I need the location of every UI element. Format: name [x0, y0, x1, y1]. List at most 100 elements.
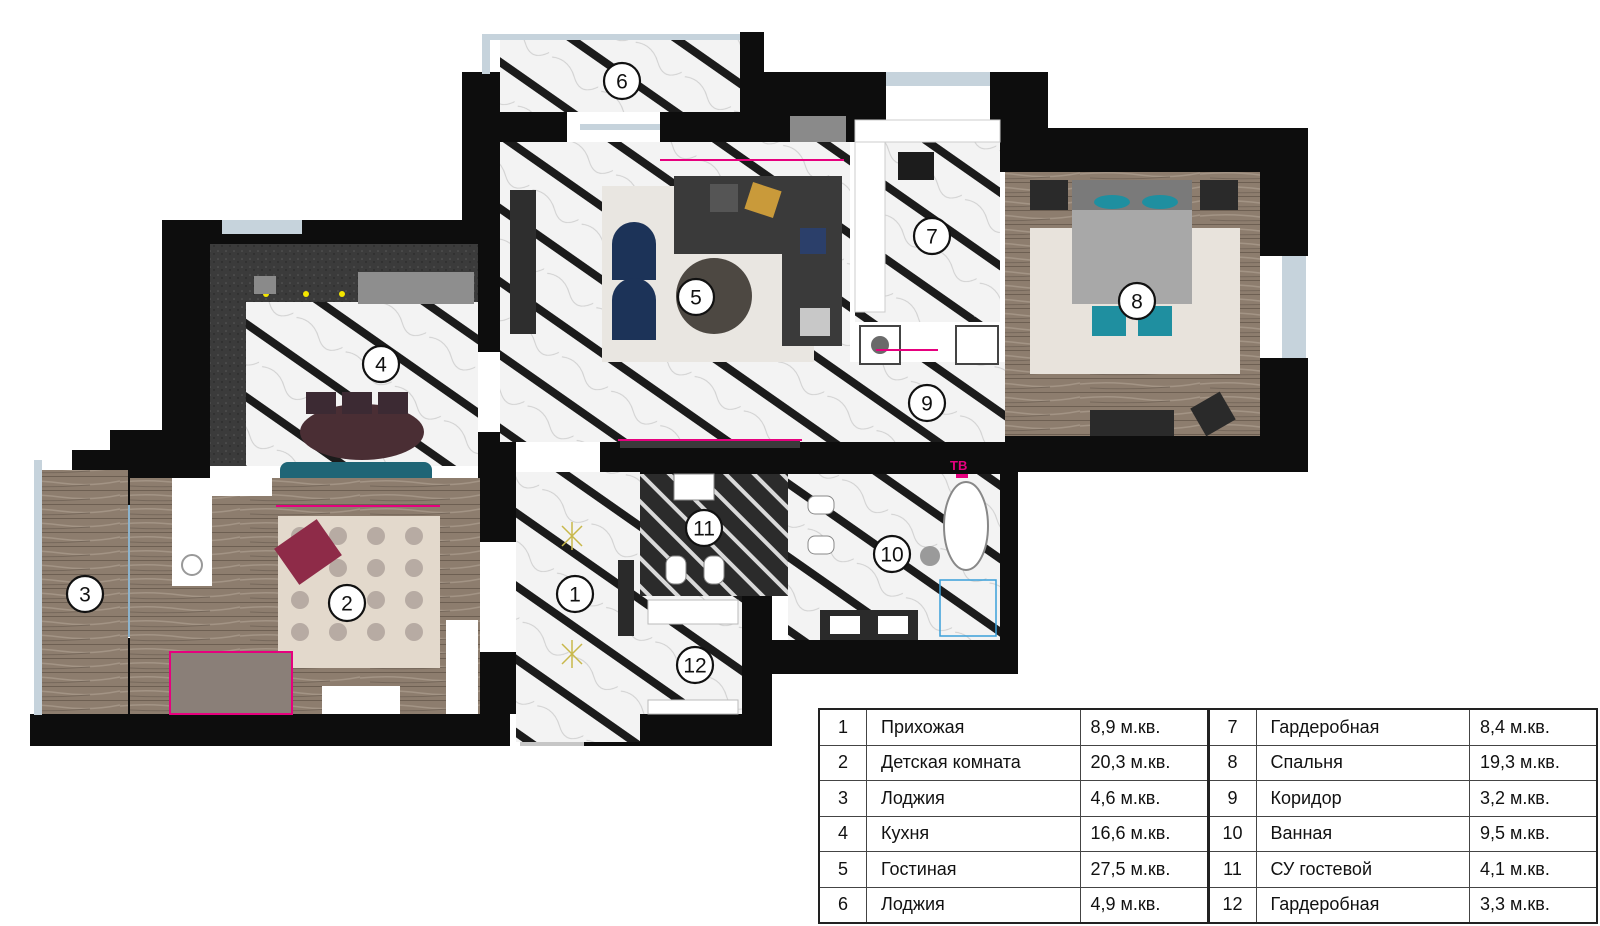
bedroom-armchair	[1190, 391, 1236, 437]
svg-text:11: 11	[693, 518, 715, 541]
room-marker-10: 10	[872, 534, 912, 574]
legend-area: 3,3 м.кв.	[1480, 894, 1550, 915]
legend-area: 4,6 м.кв.	[1090, 787, 1161, 808]
legend-num: 10	[1210, 816, 1257, 851]
bedroom-pouf	[1092, 306, 1126, 336]
legend-name: Коридор	[1257, 781, 1470, 816]
dining-chair	[306, 392, 336, 414]
legend-area: 3,2 м.кв.	[1480, 787, 1550, 808]
room-marker-5: 5	[676, 277, 716, 317]
legend-name: Прихожая	[867, 710, 1081, 745]
legend-name: Лоджия	[867, 781, 1081, 816]
dining-chair	[378, 392, 408, 414]
legend-area: 4,9 м.кв.	[1090, 894, 1161, 915]
legend-num: 4	[820, 816, 867, 851]
svg-text:8: 8	[1131, 291, 1143, 314]
guest-bidet	[703, 555, 725, 585]
svg-text:5: 5	[690, 287, 702, 310]
svg-text:4: 4	[375, 354, 387, 377]
legend-area: 8,4 м.кв.	[1480, 716, 1550, 737]
washer-drum	[871, 336, 889, 354]
dining-table	[300, 404, 424, 460]
legend-num: 5	[820, 852, 867, 887]
room-marker-1: 1	[555, 574, 595, 614]
console-table	[620, 440, 800, 448]
armchair	[612, 278, 656, 340]
legend-name: Спальня	[1257, 745, 1470, 780]
legend-area: 4,1 м.кв.	[1480, 858, 1550, 879]
legend-num: 7	[1210, 710, 1257, 745]
room-marker-11: 11	[684, 508, 724, 548]
wardrobe-12-shelf	[647, 699, 739, 715]
kids-shelf	[322, 686, 400, 714]
tv-marker	[956, 474, 968, 478]
legend-num: 11	[1210, 852, 1257, 887]
legend-num: 1	[820, 710, 867, 745]
sofa-pillow	[800, 228, 826, 254]
legend-num: 3	[820, 781, 867, 816]
legend-name: Гардеробная	[1257, 710, 1470, 745]
sofa-pillow	[744, 182, 782, 218]
kitchen-counter-side	[210, 244, 246, 466]
legend-num: 2	[820, 745, 867, 780]
legend-area: 9,5 м.кв.	[1480, 823, 1550, 844]
bed-pillow	[1094, 195, 1130, 209]
sofa-pillow	[800, 308, 830, 336]
tv-label: ТВ	[950, 458, 967, 473]
legend-name: Гостиная	[867, 852, 1081, 887]
svg-text:9: 9	[921, 393, 933, 416]
svg-text:2: 2	[341, 593, 353, 616]
wardrobe-shelf	[854, 141, 886, 313]
legend-name: Ванная	[1257, 816, 1470, 851]
room-marker-6: 6	[602, 61, 642, 101]
room-marker-12: 12	[675, 645, 715, 685]
wardrobe-rail	[854, 119, 1001, 143]
armchair	[612, 222, 656, 280]
tv-stand	[510, 190, 536, 334]
legend-num: 12	[1210, 887, 1257, 922]
legend-name: Кухня	[867, 816, 1081, 851]
room-markers: 1 2 3 4 5 6 7 8 9 10 11 12	[65, 61, 1157, 685]
kitchen-sink	[254, 276, 276, 294]
room-marker-2: 2	[327, 583, 367, 623]
kids-bed	[169, 651, 293, 715]
vanity-basin	[878, 616, 908, 634]
ceiling-light	[561, 522, 583, 668]
bathtub	[943, 481, 989, 571]
nightstand	[1200, 180, 1238, 210]
legend-num: 8	[1210, 745, 1257, 780]
legend-area: 19,3 м.кв.	[1480, 752, 1560, 773]
legend-name: Детская комната	[867, 745, 1081, 780]
bed-pillow	[1142, 195, 1178, 209]
legend-num: 6	[820, 887, 867, 922]
kids-pouf	[274, 519, 342, 585]
legend-name: Гардеробная	[1257, 887, 1470, 922]
vanity-basin	[830, 616, 860, 634]
legend-name: СУ гостевой	[1257, 852, 1470, 887]
kids-chair	[181, 554, 203, 576]
dining-chair	[342, 392, 372, 414]
room-marker-4: 4	[361, 344, 401, 384]
svg-text:10: 10	[880, 544, 903, 567]
window-console	[790, 116, 846, 142]
legend-area: 8,9 м.кв.	[1090, 716, 1161, 737]
room-marker-3: 3	[65, 574, 105, 614]
svg-text:7: 7	[926, 226, 938, 249]
bath-stool	[920, 546, 940, 566]
bath-toilet	[807, 495, 835, 515]
svg-text:1: 1	[569, 584, 581, 607]
legend-area: 27,5 м.кв.	[1090, 858, 1171, 879]
